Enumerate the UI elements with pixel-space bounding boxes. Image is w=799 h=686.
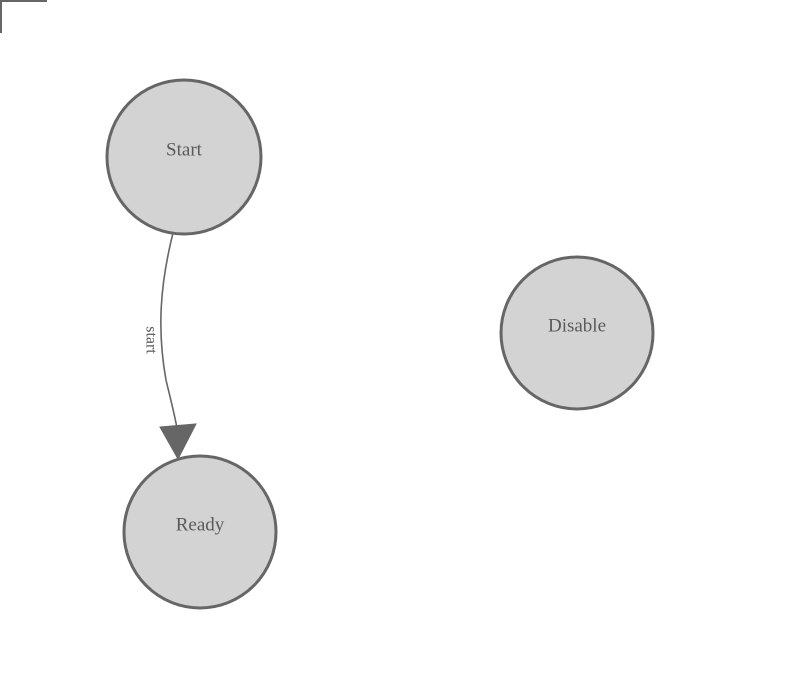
node-start-label: Start [166,139,203,160]
edge-label-start: start [142,326,159,354]
node-disable-circle[interactable] [499,255,655,411]
edge-label-group: start [142,326,159,354]
node-ready[interactable]: Ready [122,454,278,610]
edge-start-to-ready[interactable]: start [142,232,197,461]
arrowhead-icon [159,423,197,461]
node-ready-circle[interactable] [122,454,278,610]
node-ready-label: Ready [176,514,225,535]
node-start-circle[interactable] [105,78,263,236]
node-start[interactable]: Start [105,78,263,236]
selection-corner-bracket-icon [0,0,47,33]
edge-path [160,232,179,435]
node-disable-label: Disable [548,315,606,336]
node-disable[interactable]: Disable [499,255,655,411]
